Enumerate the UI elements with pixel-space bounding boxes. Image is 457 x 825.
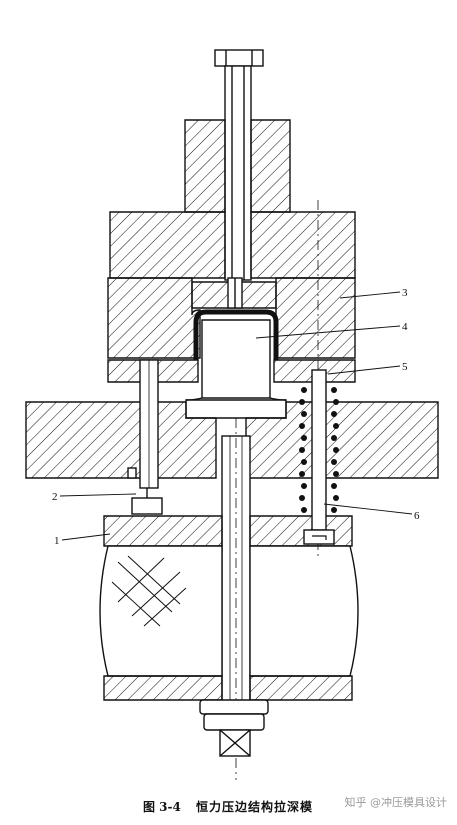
callout-5: 5 bbox=[402, 361, 408, 373]
callout-6: 6 bbox=[414, 510, 420, 522]
callout-4: 4 bbox=[402, 321, 408, 333]
spring-bolt-head bbox=[303, 529, 335, 545]
pad-plate-right bbox=[249, 515, 353, 547]
spring-bolt bbox=[311, 369, 327, 531]
top-screw-head bbox=[214, 49, 264, 67]
rubber-right bbox=[249, 545, 359, 677]
figure-caption: 图 3-4 恒力压边结构拉深模 bbox=[0, 792, 457, 818]
drawn-cup bbox=[193, 309, 279, 360]
punch-body bbox=[201, 319, 271, 399]
shank-left bbox=[184, 119, 226, 213]
rubber-crosshatch bbox=[111, 555, 187, 627]
pin-head bbox=[131, 497, 163, 515]
caption-title: 恒力压边结构拉深模 bbox=[196, 800, 314, 814]
top-rod bbox=[224, 65, 252, 281]
die-right bbox=[275, 277, 356, 359]
pad-plate-left bbox=[103, 515, 223, 547]
shank-right bbox=[250, 119, 291, 213]
watermark: 知乎 @冲压模具设计 bbox=[344, 796, 448, 809]
upper-plate-right bbox=[250, 211, 356, 279]
upper-plate-left bbox=[109, 211, 226, 279]
bottom-plate-right bbox=[249, 675, 353, 701]
spring-coils bbox=[299, 387, 339, 513]
callout-3: 3 bbox=[402, 287, 408, 299]
punch-base bbox=[185, 399, 287, 419]
caption-number: 图 3-4 bbox=[143, 800, 181, 814]
lower-shoe-left bbox=[25, 401, 217, 479]
bottom-plate-left bbox=[103, 675, 223, 701]
die-left bbox=[107, 277, 201, 359]
callout-2: 2 bbox=[52, 491, 58, 503]
callout-1: 1 bbox=[54, 535, 60, 547]
lock-nut bbox=[199, 699, 269, 715]
